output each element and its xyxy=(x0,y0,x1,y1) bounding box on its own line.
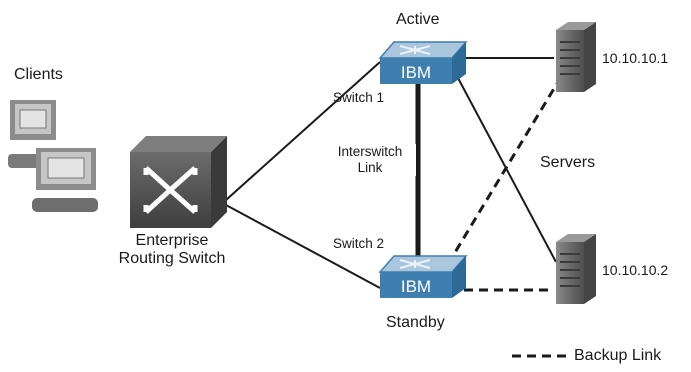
link-router-switch1 xyxy=(225,61,381,201)
clients-label: Clients xyxy=(14,66,63,83)
server1-ip-label: 10.10.10.1 xyxy=(602,50,669,66)
switch1-brand: IBM xyxy=(401,63,431,82)
ibm-switch-icon: IBM xyxy=(378,255,468,298)
server2-ip-label: 10.10.10.2 xyxy=(602,262,669,278)
enterprise-label-line1: Enterprise xyxy=(135,232,209,249)
clients-icon xyxy=(8,100,98,212)
server-icon xyxy=(556,22,596,92)
link-router-switch2 xyxy=(225,204,381,289)
enterprise-routing-switch-label: Enterprise Routing Switch xyxy=(100,232,244,268)
interswitch-label-line2: Link xyxy=(324,160,416,176)
server-icon xyxy=(556,234,596,304)
interswitch-label-line1: Interswitch xyxy=(324,144,416,160)
backup-link-switch2-server1 xyxy=(446,81,560,265)
active-label: Active xyxy=(396,11,440,28)
switch2-brand: IBM xyxy=(401,277,431,296)
enterprise-label-line2: Routing Switch xyxy=(118,250,226,267)
ibm-switch-icon: IBM xyxy=(378,41,468,84)
switch2-label: Switch 2 xyxy=(333,236,385,251)
switch1-label: Switch 1 xyxy=(333,90,385,105)
link-switch1-server2 xyxy=(457,77,557,263)
standby-label: Standby xyxy=(386,314,445,331)
enterprise-routing-switch-icon xyxy=(130,136,227,228)
servers-label: Servers xyxy=(540,154,596,171)
interswitch-link-label: Interswitch Link xyxy=(324,144,416,176)
legend-backup-link-label: Backup Link xyxy=(574,347,662,364)
